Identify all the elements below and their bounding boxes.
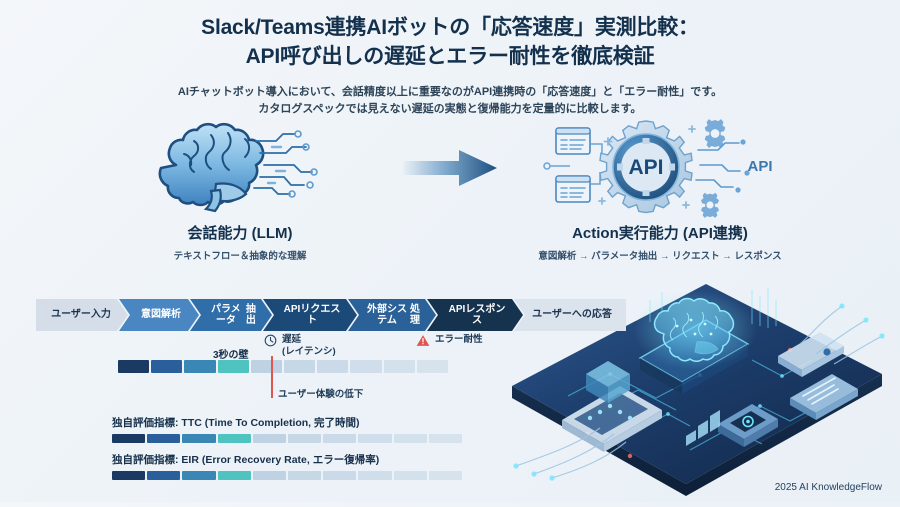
pipeline-step-7[interactable]: ユーザーへの応答 <box>514 299 626 331</box>
annotation-line-1: エラー耐性 <box>435 334 483 345</box>
api-side-label: API <box>747 158 772 175</box>
pipeline-step-label: ユーザーへの応答 <box>532 309 612 321</box>
metric-1-segment-2 <box>147 434 181 443</box>
brain-circuit-icon <box>90 120 390 216</box>
header: Slack/Teams連携AIボットの「応答速度」実測比較： API呼び出しの遅… <box>0 0 900 118</box>
threshold-segment-1 <box>118 360 150 373</box>
metric-label: 独自評価指標: EIR (Error Recovery Rate, エラー復帰率… <box>112 454 380 466</box>
metric-1-segment-3 <box>182 434 216 443</box>
warning-triangle-icon <box>416 334 430 350</box>
metric-row-2: 独自評価指標: EIR (Error Recovery Rate, エラー復帰率… <box>112 452 463 480</box>
pipeline-step-5[interactable]: 外部システム処理 <box>348 299 436 331</box>
metric-2-segment-2 <box>147 471 181 480</box>
title-line-1: Slack/Teams連携AIボットの「応答速度」実測比較： <box>201 16 699 39</box>
annotation-2: エラー耐性 <box>416 334 483 350</box>
ux-degradation-label: ユーザー体験の低下 <box>278 389 364 400</box>
title-line-2: API呼び出しの遅延とエラー耐性を徹底検証 <box>245 44 655 68</box>
concept-left-subtitle: テキストフロー＆抽象的な理解 <box>173 251 307 262</box>
metric-label: 独自評価指標: TTC (Time To Completion, 完了時間) <box>112 417 360 429</box>
threshold-segment-3 <box>184 360 216 373</box>
metric-2-segment-1 <box>112 471 146 480</box>
footer-credit: 2025 AI KnowledgeFlow <box>774 482 882 493</box>
pipeline-step-label: ユーザー入力 <box>51 309 111 321</box>
pipeline-step-label: 外部システム <box>366 303 407 326</box>
metric-2-segment-3 <box>182 471 216 480</box>
annotation-text: 遅延(レイテンシ) <box>282 334 336 358</box>
metric-2-segment-8 <box>358 471 392 480</box>
threshold-segment-2 <box>151 360 183 373</box>
metric-1-segment-6 <box>288 434 322 443</box>
concept-right-title: Action実行能力 (API連携) <box>572 225 748 242</box>
threshold-gradient-bar <box>118 360 449 373</box>
threshold-segment-5 <box>250 360 283 373</box>
metric-1-segment-9 <box>393 434 427 443</box>
metric-bar <box>112 471 463 480</box>
pipeline-step-3[interactable]: パラメータ抽出 <box>190 299 272 331</box>
concept-right-subtitle: 意図解析 → パラメータ抽出 → リクエスト → レスポンス <box>538 251 782 262</box>
concept-row: 会話能力 (LLM) テキストフロー＆抽象的な理解 <box>0 119 900 275</box>
pipeline-step-label: パラメータ <box>210 303 241 326</box>
metric-1-segment-1 <box>112 434 146 443</box>
metric-2-segment-4 <box>217 471 251 480</box>
threshold-segment-7 <box>317 360 349 373</box>
pipeline-step-label: APIリクエスト <box>283 303 341 326</box>
page-title: Slack/Teams連携AIボットの「応答速度」実測比較： API呼び出しの遅… <box>0 14 900 72</box>
pipeline-step-1[interactable]: ユーザー入力 <box>36 299 128 331</box>
pipeline-step-6[interactable]: APIレスポンス <box>427 299 523 331</box>
pipeline-step-4[interactable]: APIリクエスト <box>263 299 357 331</box>
metric-1-segment-4 <box>217 434 251 443</box>
metric-1-segment-7 <box>323 434 357 443</box>
annotation-text: エラー耐性 <box>435 334 483 346</box>
metric-1-segment-5 <box>252 434 287 443</box>
subtitle-line-1: AIチャットボット導入において、会話精度以上に重要なのがAPI連携時の「応答速度… <box>177 85 723 98</box>
threshold-marker-line <box>271 356 273 398</box>
metric-2-segment-10 <box>428 471 463 480</box>
subtitle-line-2: カタログスペックでは見えない遅延の実態と復帰能力を定量的に比較します。 <box>258 102 642 115</box>
pipeline-step-label: 意図解析 <box>141 309 181 321</box>
pipeline-step-label-2: 処理 <box>409 303 420 326</box>
metric-2-segment-9 <box>393 471 427 480</box>
concept-arrow <box>390 120 510 216</box>
api-gear-icon: API <box>510 119 810 218</box>
threshold-segment-4 <box>217 360 249 373</box>
metric-bar <box>112 434 463 443</box>
annotation-line-1: 遅延 <box>282 334 302 345</box>
concept-right: API <box>510 119 810 262</box>
isometric-circuit-board-illustration <box>490 278 900 502</box>
clock-icon <box>264 334 277 350</box>
api-gear-label: API <box>628 156 663 179</box>
metrics-list: 独自評価指標: TTC (Time To Completion, 完了時間) 独自… <box>112 415 463 489</box>
pipeline-step-2[interactable]: 意図解析 <box>119 299 199 331</box>
metric-2-segment-5 <box>252 471 287 480</box>
metric-row-1: 独自評価指標: TTC (Time To Completion, 完了時間) <box>112 415 463 443</box>
annotation-1: 遅延(レイテンシ) <box>264 334 336 358</box>
metric-2-segment-6 <box>288 471 322 480</box>
pipeline-step-label-2: 抽出 <box>245 303 256 326</box>
threshold-segment-10 <box>416 360 449 373</box>
metric-1-segment-10 <box>428 434 463 443</box>
concept-left-title: 会話能力 (LLM) <box>187 225 293 242</box>
threshold-segment-9 <box>383 360 415 373</box>
threshold-segment-8 <box>350 360 382 373</box>
concept-left: 会話能力 (LLM) テキストフロー＆抽象的な理解 <box>90 120 390 262</box>
metric-2-segment-7 <box>323 471 357 480</box>
threshold-segment-6 <box>284 360 316 373</box>
right-arrow-icon <box>403 150 497 186</box>
metric-1-segment-8 <box>358 434 392 443</box>
threshold-block: 3秒の壁 ユーザー体験の低下 <box>118 350 449 400</box>
threshold-label: 3秒の壁 <box>213 350 249 361</box>
page-subtitle: AIチャットボット導入において、会話精度以上に重要なのがAPI連携時の「応答速度… <box>0 84 900 118</box>
pipeline-step-label: APIレスポンス <box>448 303 506 326</box>
annotation-line-2: (レイテンシ) <box>282 345 336 357</box>
